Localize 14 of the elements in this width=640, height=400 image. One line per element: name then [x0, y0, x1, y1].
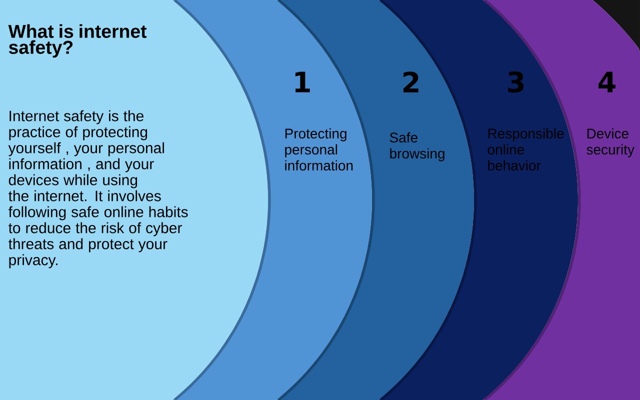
step-number: 4 [598, 72, 616, 92]
step-number: 3 [508, 71, 524, 93]
step-label: Safe browsing [390, 132, 444, 162]
arc-band [277, 0, 474, 400]
step-number: 1 [295, 72, 310, 92]
step-label: Protecting personal information [285, 128, 353, 171]
heading: What is internet safety? [8, 24, 147, 58]
step-label: Device security [586, 128, 634, 158]
arc-band [379, 0, 578, 400]
paragraph: Internet safety is the practice of protecting yourself , your personal information , and your devices while using the internet. It involves following safe online habits to reduce the risk of cyber threats and protect your privacy. [8, 110, 188, 268]
step-label: Responsible online behavior [488, 128, 564, 171]
circle-panel [0, 0, 268, 400]
arc-band [483, 0, 640, 400]
step-number: 2 [403, 72, 418, 92]
